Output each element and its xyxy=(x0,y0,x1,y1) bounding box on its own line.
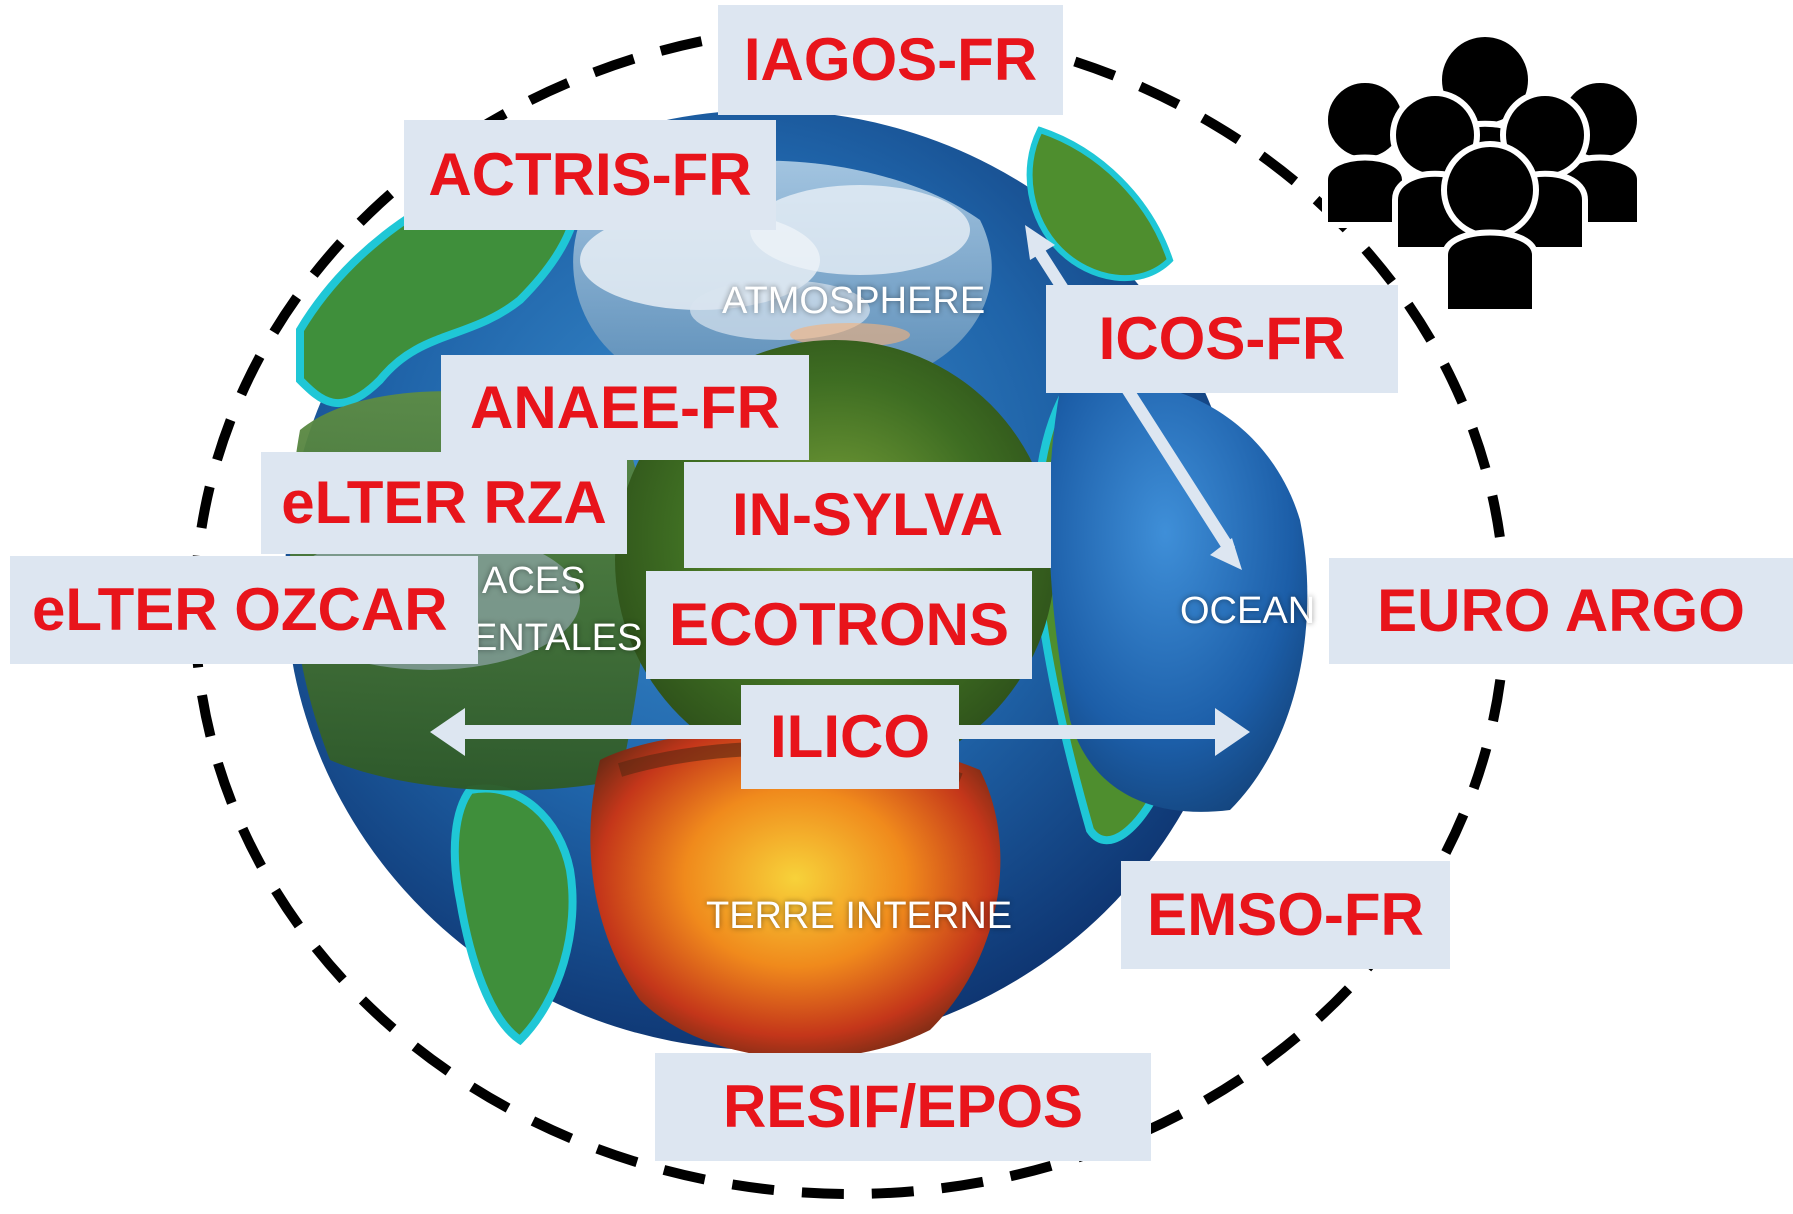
arrowhead-land xyxy=(430,708,465,756)
label-euro-argo: EURO ARGO xyxy=(1329,558,1793,664)
label-emso-fr: EMSO-FR xyxy=(1121,861,1450,969)
label-ecotrons: ECOTRONS xyxy=(646,571,1032,679)
label-icos-fr: ICOS-FR xyxy=(1046,285,1398,393)
arrowhead-ocean xyxy=(1210,538,1242,570)
arrowhead-atmosphere xyxy=(1025,225,1055,260)
label-actris-fr: ACTRIS-FR xyxy=(404,120,776,230)
label-elter-rza: eLTER RZA xyxy=(261,452,627,554)
arrowhead-ocean-right xyxy=(1215,708,1250,756)
ocean-patch xyxy=(1049,382,1308,812)
continent-south-america xyxy=(450,784,577,1046)
label-resif-epos: RESIF/EPOS xyxy=(655,1053,1151,1161)
domain-earth-interior: TERRE INTERNE xyxy=(706,895,1013,937)
earth-interior-patch xyxy=(590,731,1001,1059)
continent-europe xyxy=(1026,126,1174,282)
label-anaee-fr: ANAEE-FR xyxy=(441,355,809,460)
people-group-icon xyxy=(1322,31,1643,315)
domain-continental-surfaces-line2: ENTALES xyxy=(472,617,643,659)
label-in-sylva: IN-SYLVA xyxy=(684,462,1051,568)
label-iagos-fr: IAGOS-FR xyxy=(718,5,1063,115)
domain-continental-surfaces-line1: ACES xyxy=(482,560,586,602)
domain-atmosphere: ATMOSPHERE xyxy=(722,280,986,322)
label-ilico: ILICO xyxy=(741,685,959,789)
label-elter-ozcar: eLTER OZCAR xyxy=(10,556,478,664)
domain-ocean: OCEAN xyxy=(1180,590,1316,632)
